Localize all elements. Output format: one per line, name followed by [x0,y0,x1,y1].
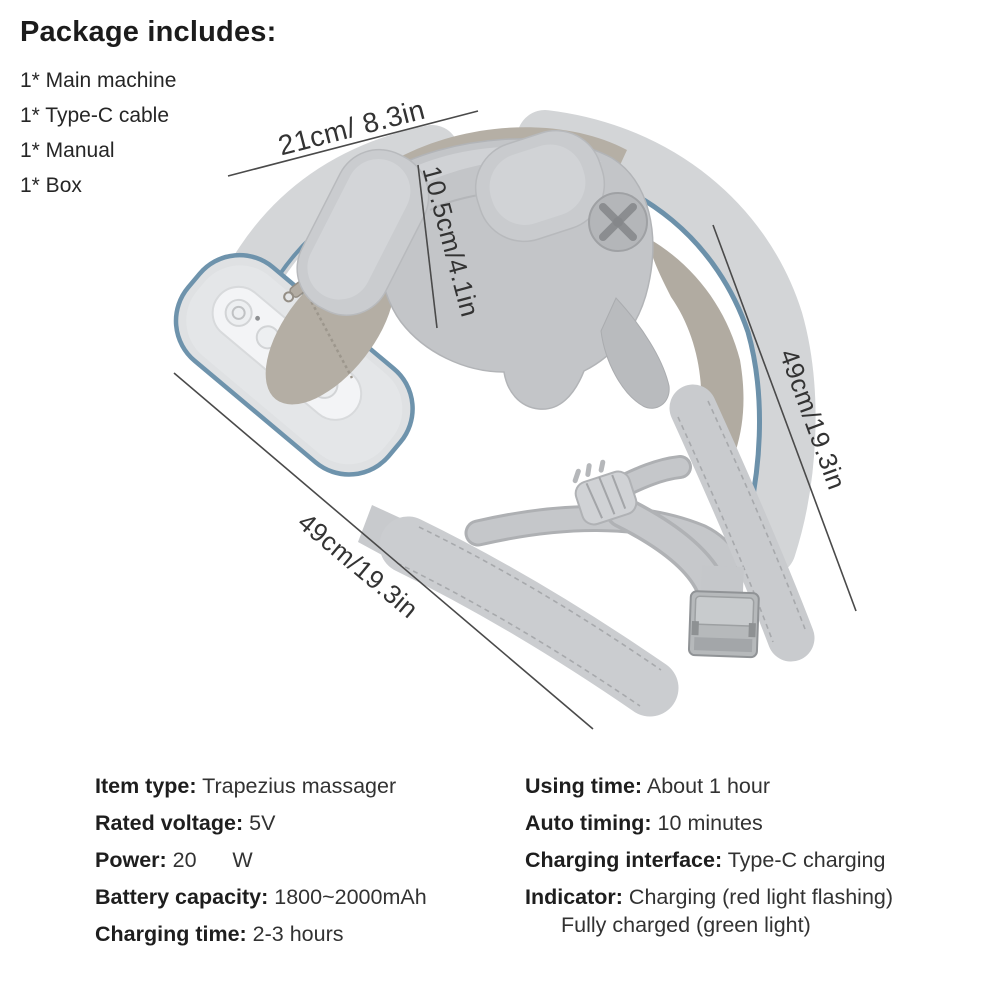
spec-value: Trapezius massager [196,774,397,798]
specs-column-left: Item type: Trapezius massager Rated volt… [95,772,525,957]
massage-node [588,192,648,252]
specs-column-right: Using time: About 1 hour Auto timing: 10… [525,772,955,948]
spec-value: 20 W [166,848,253,872]
neck-pillow-left [296,148,430,316]
led-indicator-dot [255,315,260,321]
package-item: 1* Main machine [20,69,177,92]
spec-label: Charging interface: [525,848,723,872]
spec-value: 10 minutes [651,811,763,835]
spec-auto-timing: Auto timing: 10 minutes [525,809,955,837]
dimension-line-width [227,110,479,177]
spec-value: 5V [243,811,276,835]
spec-label: Charging time: [95,922,247,946]
spec-rated-voltage: Rated voltage: 5V [95,809,525,837]
package-item: 1* Type-C cable [20,104,170,127]
spec-indicator: Indicator: Charging (red light flashing)… [525,883,955,939]
spec-charging-interface: Charging interface: Type-C charging [525,846,955,874]
spec-value: Charging (red light flashing) [622,885,894,909]
buckle [687,565,760,659]
spec-label: Auto timing: [525,811,652,835]
spec-value: 1800~2000mAh [268,885,427,909]
package-heading: Package includes: [20,16,277,48]
strap-right [669,384,815,662]
dimension-line-left-strap [173,372,594,730]
spec-label: Power: [95,848,167,872]
spec-item-type: Item type: Trapezius massager [95,772,525,800]
strap-left [358,505,679,717]
package-includes-block: Package includes: 1* Main machine 1* Typ… [20,16,276,203]
spec-label: Rated voltage: [95,811,244,835]
spec-power: Power: 20 W [95,846,525,874]
spec-value: About 1 hour [642,774,770,798]
spec-label: Item type: [95,774,197,798]
package-item: 1* Box [20,174,82,197]
spec-label: Using time: [525,774,643,798]
spec-value-line2: Fully charged (green light) [561,913,811,937]
spec-value: 2-3 hours [246,922,344,946]
spec-charging-time: Charging time: 2-3 hours [95,920,525,948]
spec-label: Indicator: [525,885,623,909]
package-item: 1* Manual [20,139,115,162]
dimension-line-right-strap [712,224,857,612]
spec-using-time: Using time: About 1 hour [525,772,955,800]
spec-value: Type-C charging [722,848,886,872]
spec-label: Battery capacity: [95,885,269,909]
dimension-line-height [417,164,438,329]
package-item-list: 1* Main machine 1* Type-C cable 1* Manua… [20,63,276,203]
power-button [224,298,253,327]
spec-battery-capacity: Battery capacity: 1800~2000mAh [95,883,525,911]
dimension-lines [173,110,857,730]
inner-lining-right [648,238,744,450]
massage-arm-right [600,297,670,409]
neck-pillow-right [474,129,606,243]
strap-knot [572,459,638,526]
